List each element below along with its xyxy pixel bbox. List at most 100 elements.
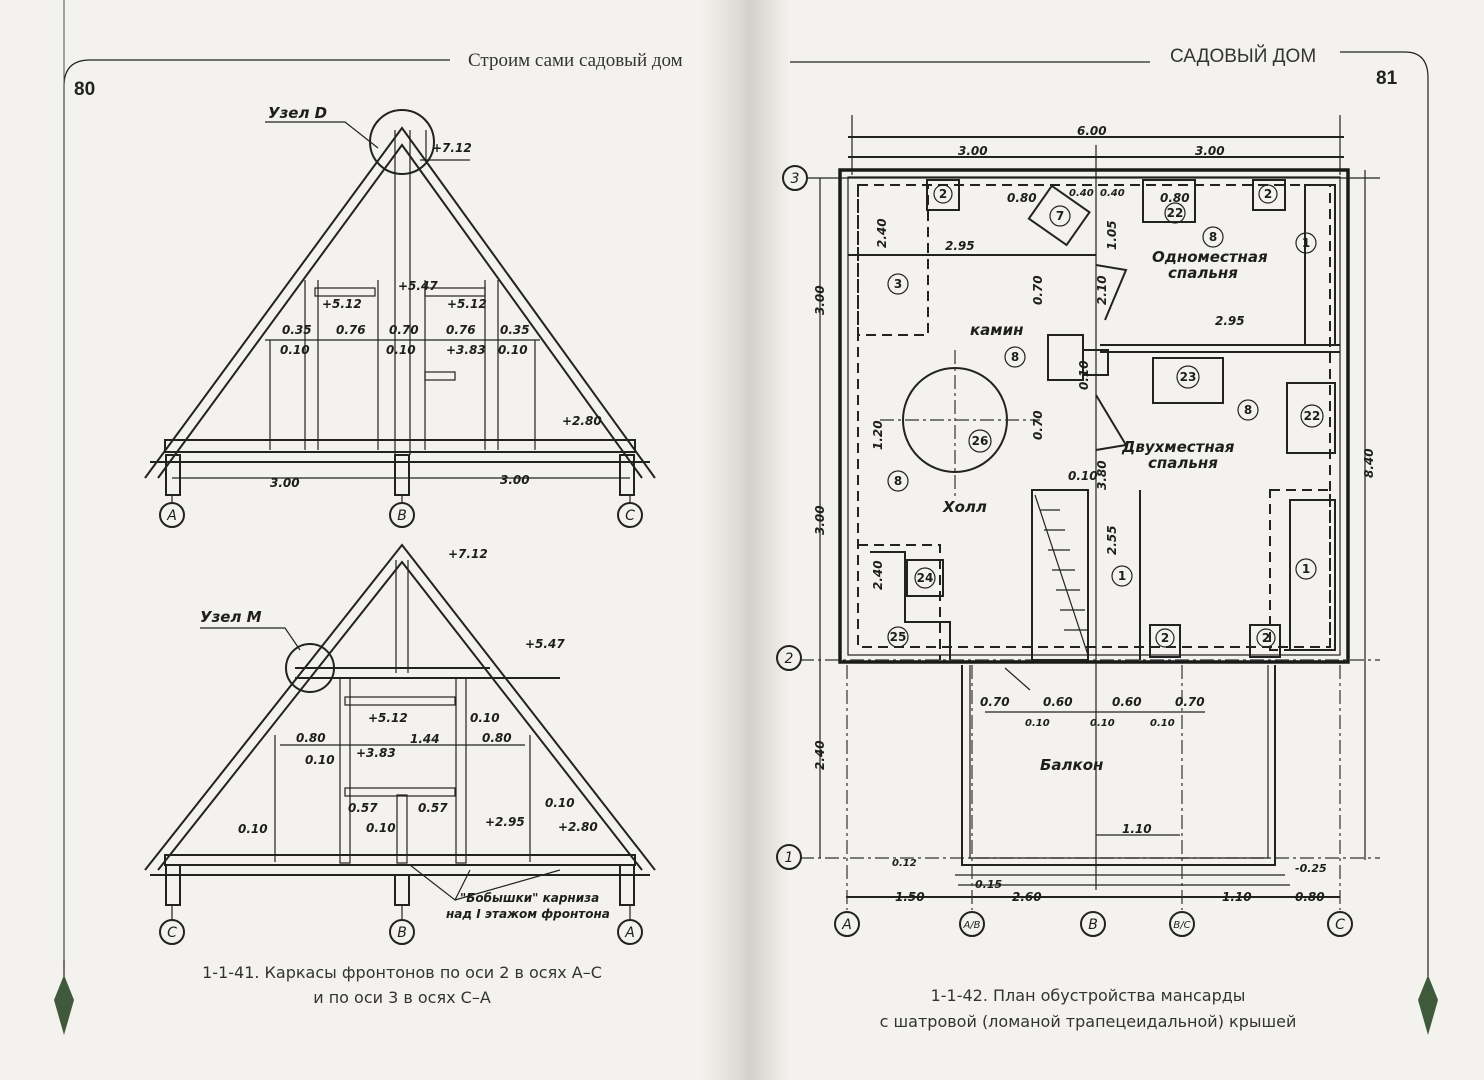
dimension-label: 0.10 [366, 821, 396, 835]
dimension-label: 0.35 [500, 323, 530, 337]
figure-42-caption: с шатровой (ломаной трапецеидальной) кры… [880, 1012, 1297, 1031]
dimension-label: 0.80 [296, 731, 326, 745]
room-label-double-bedroom: Двухместная [1121, 438, 1235, 456]
dimension-label: 3.00 [813, 505, 827, 535]
dimension-label: 1.05 [1105, 220, 1119, 250]
node-d-label: Узел D [268, 104, 327, 122]
dimension-label: 1.50 [895, 890, 925, 904]
marker-label: 22 [1167, 206, 1184, 220]
plan-dimensions: 6.00 3.00 3.00 0.80 0.40 0.40 0.80 2.95 … [813, 124, 1376, 904]
dimension-label: 0.10 [280, 343, 310, 357]
axis-marker: C [1335, 917, 1345, 933]
dimension-label: 0.10 [238, 822, 268, 836]
axis-marker: 3 [791, 171, 800, 187]
marker-label: 8 [894, 474, 902, 488]
marker-label: 2 [939, 187, 947, 201]
dimension-label: 0.35 [282, 323, 312, 337]
gable-frame-axis-2 [144, 109, 656, 528]
dimension-label: 0.10 [498, 343, 528, 357]
elevation-label: +7.12 [448, 547, 488, 561]
gutter-shadow [700, 0, 790, 1080]
marker-label: 8 [1244, 403, 1252, 417]
elevation-label: +2.80 [562, 414, 602, 428]
marker-label: 1 [1302, 562, 1310, 576]
dimension-label: 0.15 [975, 878, 1002, 891]
axis-marker: B/C [1173, 920, 1190, 931]
room-label-single-bedroom: Одноместная [1152, 248, 1268, 266]
dimension-label: -0.25 [1295, 862, 1327, 875]
dimension-label: 2.95 [945, 239, 975, 253]
attic-floor-plan [776, 115, 1380, 937]
marker-label: 24 [917, 571, 934, 585]
dimension-label: 3.00 [500, 473, 530, 487]
marker-label: 7 [1056, 209, 1064, 223]
dimension-label: 2.55 [1105, 525, 1119, 555]
right-page-number: 81 [1376, 68, 1398, 89]
dimension-label: 3.00 [813, 285, 827, 315]
node-m-circle [285, 643, 335, 693]
dimension-label: 0.70 [980, 695, 1010, 709]
dimension-label: 0.80 [1295, 890, 1325, 904]
dimension-label: 0.70 [1031, 410, 1045, 440]
dimension-label: 8.40 [1362, 448, 1376, 478]
dimension-label: 0.70 [1175, 695, 1205, 709]
dimension-label: 0.60 [1043, 695, 1073, 709]
dimension-label: 0.76 [336, 323, 366, 337]
pendulum-ornament-right [1418, 975, 1438, 1035]
dimension-label: 0.60 [1112, 695, 1142, 709]
axis-marker: 2 [785, 651, 794, 667]
figure-42-caption: 1-1-42. План обустройства мансарды [931, 986, 1246, 1005]
marker-label: 2 [1264, 187, 1272, 201]
dimension-label: 1.10 [1222, 890, 1252, 904]
dimension-label: 2.40 [871, 560, 885, 590]
room-label-single-bedroom: спальня [1168, 264, 1238, 282]
dimension-label: 0.40 [1069, 188, 1094, 199]
dimension-label: 0.76 [446, 323, 476, 337]
dimension-label: 0.10 [386, 343, 416, 357]
right-page-frame [790, 51, 1429, 990]
room-label-hall: Холл [942, 498, 987, 516]
marker-label: 2 [1262, 631, 1270, 645]
dimension-label: 0.10 [470, 711, 500, 725]
axis-marker: B [397, 925, 407, 941]
dimension-label: 0.80 [482, 731, 512, 745]
dimension-label: 1.10 [1122, 822, 1152, 836]
dimension-label: 0.10 [1150, 718, 1175, 729]
figure-41-caption: 1-1-41. Каркасы фронтонов по оси 2 в ося… [202, 963, 602, 982]
dimension-label: 2.10 [1095, 275, 1109, 305]
dimension-label: 0.80 [1007, 191, 1037, 205]
dimension-label: 0.70 [389, 323, 419, 337]
dimension-label: 2.40 [813, 740, 827, 770]
elevation-label: +5.47 [398, 279, 438, 293]
axis-marker: A [624, 925, 635, 941]
dimension-label: 0.57 [418, 801, 448, 815]
axis-marker: A [841, 917, 852, 933]
room-label-balcony: Балкон [1040, 756, 1103, 774]
marker-label: 25 [890, 630, 907, 644]
dimension-label: 1.20 [871, 420, 885, 450]
marker-label: 23 [1180, 370, 1197, 384]
room-label-double-bedroom: спальня [1148, 454, 1218, 472]
dimension-label: 2.40 [875, 218, 889, 248]
gable-frame-axis-3 [144, 543, 656, 945]
left-page-frame [63, 59, 450, 990]
elevation-label: +3.83 [446, 343, 486, 357]
marker-label: 8 [1011, 350, 1019, 364]
room-label-fireplace: камин [970, 321, 1023, 339]
eaves-blocks-note: над I этажом фронтона [446, 907, 610, 921]
axis-marker: A/B [962, 920, 980, 931]
elevation-label: +2.95 [485, 815, 525, 829]
elevation-label: +5.12 [322, 297, 362, 311]
dimension-label: 0.12 [892, 858, 917, 869]
marker-label: 22 [1304, 409, 1321, 423]
dimension-label: 3.80 [1095, 460, 1109, 490]
node-d-circle [369, 109, 435, 175]
marker-label: 1 [1118, 569, 1126, 583]
elevation-label: +5.12 [368, 711, 408, 725]
axis-marker: 1 [785, 850, 794, 866]
dimension-label: 0.80 [1160, 191, 1190, 205]
dimension-label: 1.44 [410, 732, 440, 746]
axis-marker: B [397, 508, 407, 524]
marker-label: 1 [1302, 236, 1310, 250]
